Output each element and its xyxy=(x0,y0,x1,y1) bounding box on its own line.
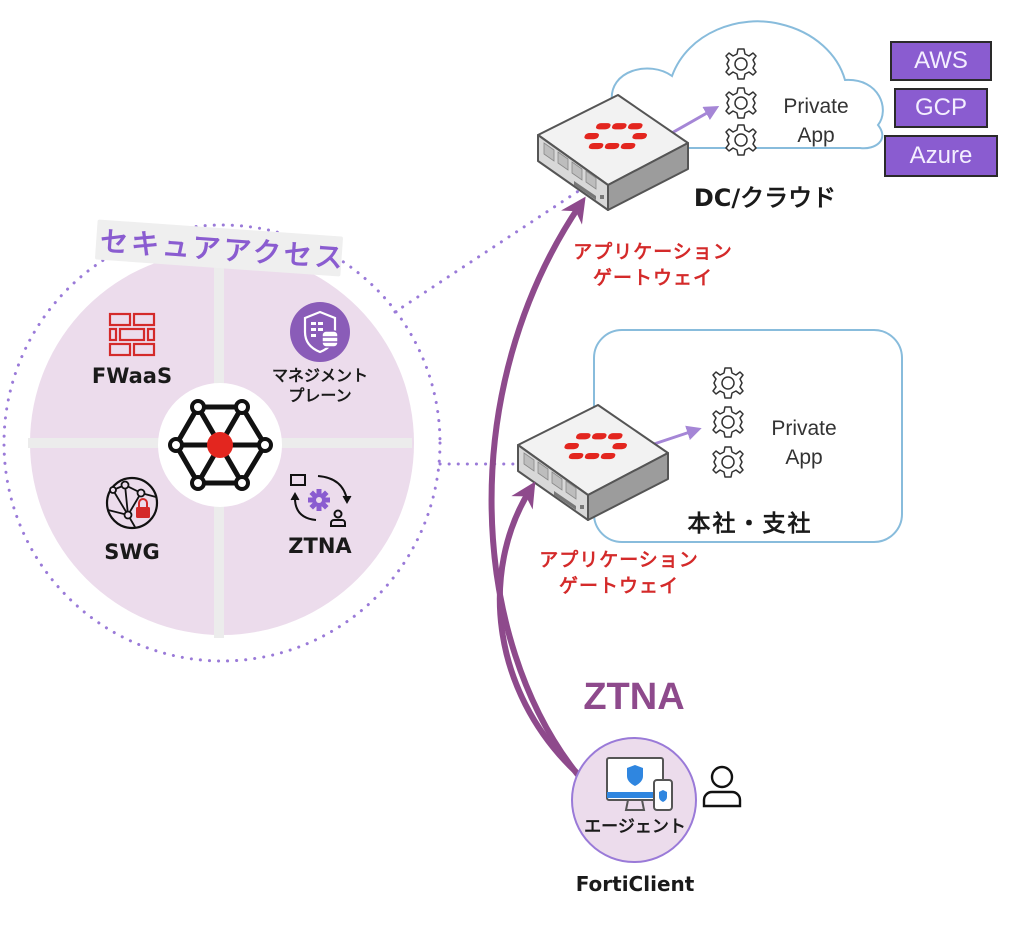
dc-arrow-to-app xyxy=(669,106,720,136)
provider-badge-gcp: GCP xyxy=(894,88,988,128)
dc-gear-icons xyxy=(725,48,757,156)
hq-branch-label: 本社・支社 xyxy=(687,511,813,537)
provider-badge-azure: Azure xyxy=(884,135,998,177)
forticlient-label: FortiClient xyxy=(575,872,695,896)
dc-private-app-line2: App xyxy=(797,124,835,147)
dc-private-app-line1: Private xyxy=(783,95,849,118)
hq-arrow-to-app xyxy=(653,425,702,446)
firewall-brick-icon xyxy=(108,312,156,357)
segment-label-swg: SWG xyxy=(104,540,160,564)
dc-gateway-label-line2: ゲートウェイ xyxy=(592,267,713,289)
ztna-title: ZTNA xyxy=(583,676,685,718)
segment-label-management-line1: マネジメント xyxy=(271,366,368,385)
globe-network-lock-icon xyxy=(105,476,159,530)
hq-gear-icons xyxy=(712,367,744,478)
ztna-arrow-to-dc xyxy=(488,196,586,778)
segment-label-fwaas: FWaaS xyxy=(91,364,173,388)
dc-gateway-label-line1: アプリケーション xyxy=(573,241,733,263)
ztna-arrow-to-hq xyxy=(496,481,579,775)
dotted-link-to-dc xyxy=(393,188,582,314)
hq-private-app-line2: App xyxy=(785,446,823,469)
agent-label: エージェント xyxy=(584,817,686,837)
secure-access-dotted-ring xyxy=(2,223,442,663)
segment-label-ztna: ZTNA xyxy=(288,534,352,558)
hq-private-app-line1: Private xyxy=(771,417,837,440)
hq-gateway-label-line1: アプリケーション xyxy=(539,549,699,571)
user-icon xyxy=(702,765,742,808)
hq-gateway-label-line2: ゲートウェイ xyxy=(558,575,679,597)
dc-cloud-label: DC/クラウド xyxy=(693,184,837,212)
device-shield-icon xyxy=(606,757,673,811)
management-shield-database-icon xyxy=(290,302,350,362)
provider-badge-aws: AWS xyxy=(890,41,992,81)
mesh-network-hexagon-icon xyxy=(168,399,273,491)
segment-label-management-line2: プレーン xyxy=(288,386,352,405)
ztna-cycle-gear-user-icon xyxy=(290,474,352,527)
